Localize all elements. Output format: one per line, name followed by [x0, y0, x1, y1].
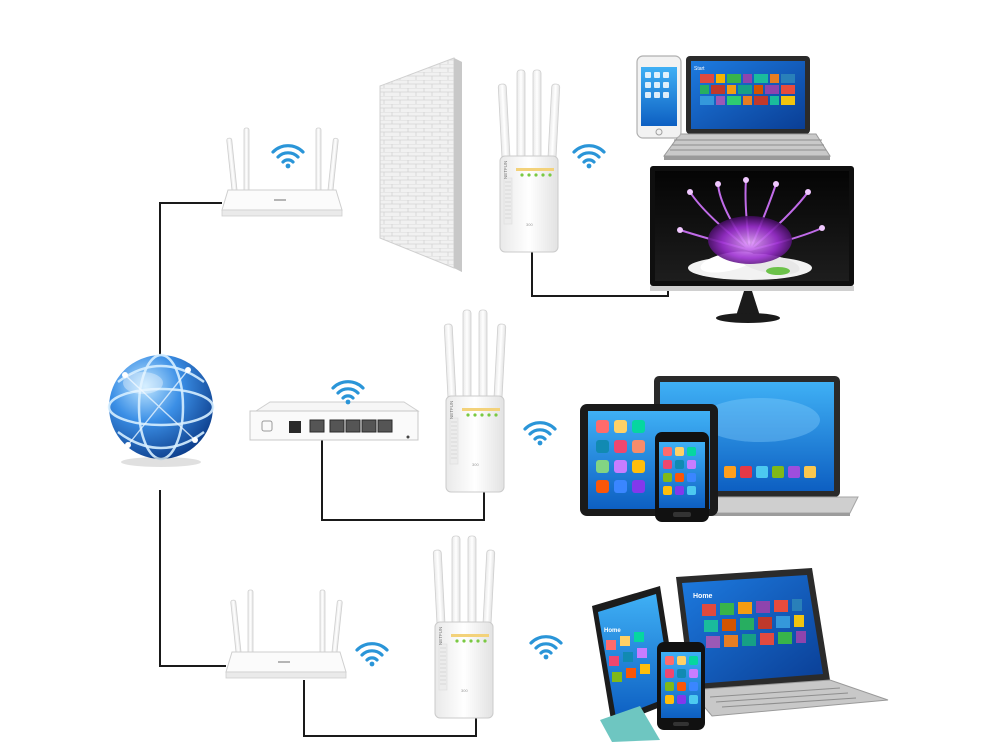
cable-router-to-extender-bottom: [303, 680, 477, 737]
cables: [159, 202, 669, 737]
smartphone-icon: [655, 432, 709, 522]
extender-brand-label: NETFUN: [438, 627, 443, 645]
cable-extender-to-monitor: [531, 252, 669, 297]
router-icon: [225, 589, 347, 679]
flower-image: [677, 177, 825, 280]
app-icons: [665, 656, 698, 704]
app-icons: [596, 420, 645, 493]
wifi-icon: [355, 642, 389, 669]
wifi-icon: [523, 421, 557, 447]
extender-badge-label: 300: [461, 688, 468, 693]
cable-globe-to-router-top: [159, 202, 222, 357]
extender-badge-label: 300: [526, 222, 533, 227]
windows-tiles: [702, 599, 806, 648]
app-icons: [663, 447, 696, 495]
tablet-home-label: Home: [604, 628, 621, 634]
wifi-icon: [572, 144, 606, 170]
laptop-icon: Start: [663, 56, 831, 160]
extender-badge-label: 300: [472, 462, 479, 467]
extender-brand-label: NETFUN: [449, 401, 454, 419]
wifi-icon: [331, 380, 365, 406]
laptop-icon: Home: [676, 568, 889, 717]
app-tiles: [606, 632, 650, 682]
monitor-icon: [650, 166, 854, 323]
cable-modem-to-extender-middle: [321, 440, 485, 521]
smartphone-icon: [636, 55, 682, 139]
wifi-icon: [271, 144, 305, 170]
extender-brand-label: NETFUN: [503, 161, 508, 179]
modem-icon: [249, 401, 420, 441]
cable-globe-to-router-bottom: [159, 490, 226, 667]
router-icon: [221, 127, 343, 217]
brick-wall-icon: [379, 57, 462, 272]
dock-icons: [724, 466, 816, 478]
wifi-icon: [529, 635, 563, 662]
tablet-icon: Home: [592, 586, 678, 742]
globe-icon: [107, 353, 215, 467]
windows-tiles: [700, 74, 795, 105]
laptop-start-label: Start: [694, 66, 705, 72]
smartphone-icon: [657, 642, 705, 730]
laptop-home-label: Home: [693, 593, 713, 600]
